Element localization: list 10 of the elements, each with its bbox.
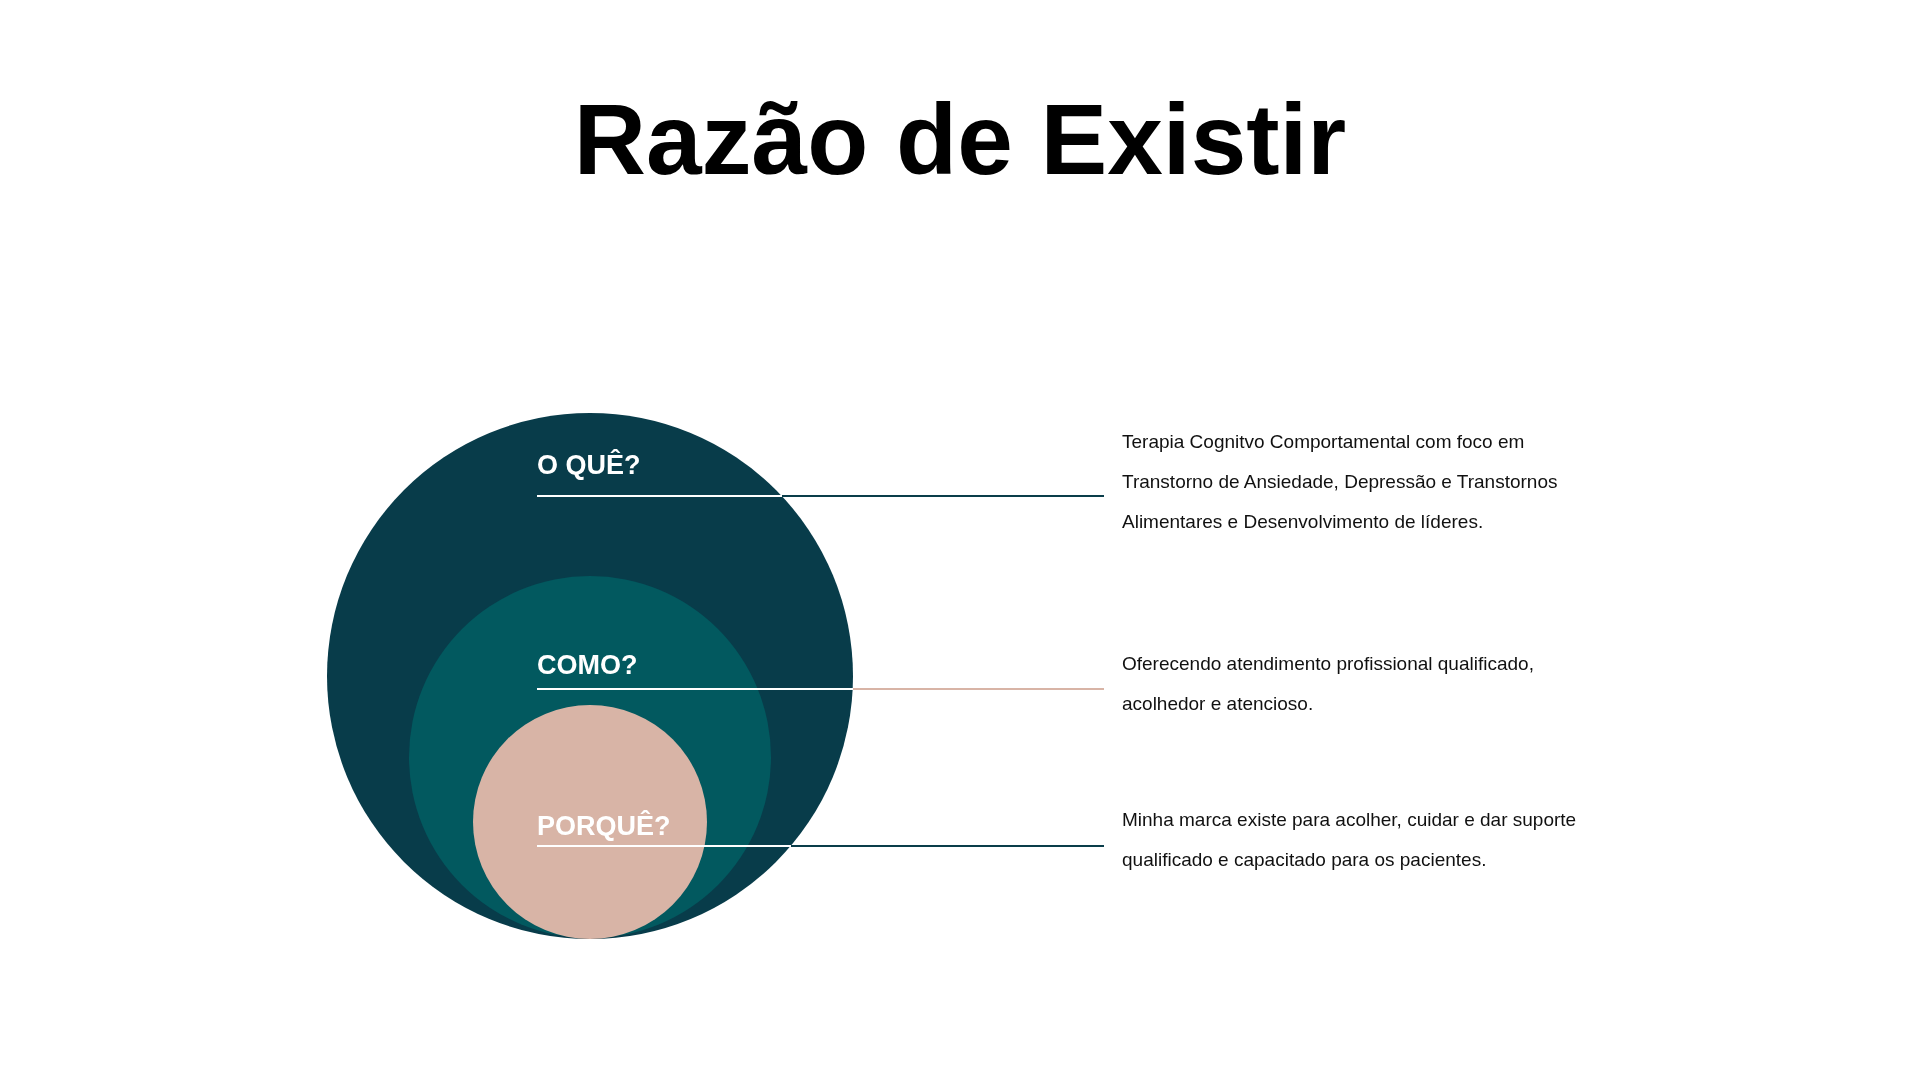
title: Razão de Existir bbox=[572, 82, 1348, 197]
description-text: Oferecendo atendimento profissional qualificado, acolhedor e atencioso. bbox=[1104, 644, 1592, 724]
leader-line bbox=[536, 688, 1105, 690]
circle-heading: PORQUÊ? bbox=[537, 811, 671, 842]
leader-line bbox=[536, 845, 1105, 847]
circle-heading: O QUÊ? bbox=[537, 450, 641, 481]
description-text: Minha marca existe para acolher, cuidar e dar suporte qualificado e capacitado para os pacientes. bbox=[1104, 800, 1592, 880]
circle-heading: COMO? bbox=[537, 650, 638, 681]
leader-line bbox=[536, 495, 1105, 497]
description-text: Terapia Cognitvo Comportamental com foco em Transtorno de Ansiedade, Depressão e Transtornos Alimentares e Desenvolvimento de líderes. bbox=[1104, 422, 1592, 542]
